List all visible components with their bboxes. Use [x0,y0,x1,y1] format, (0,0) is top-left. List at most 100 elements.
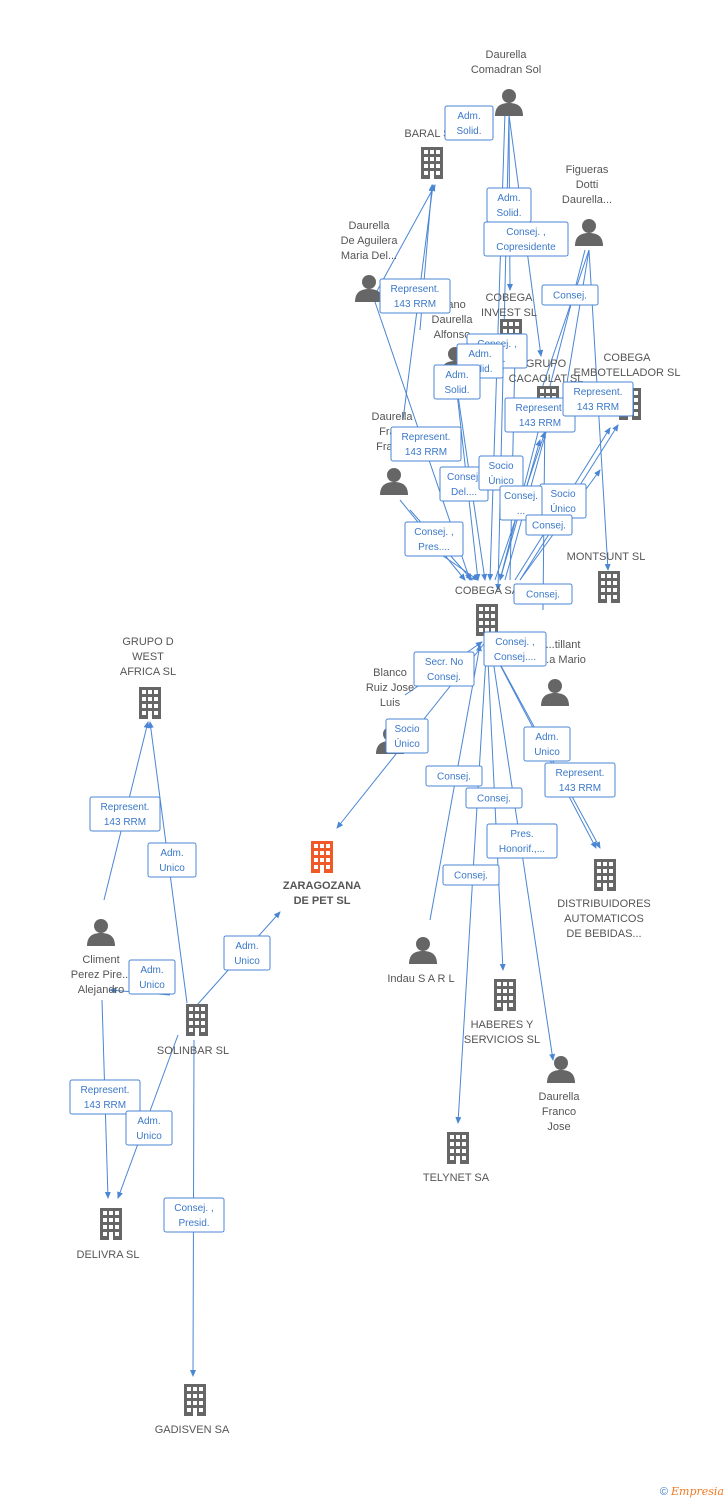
building-icon [421,147,443,179]
relation-label[interactable]: Represent. 143 RRM [390,426,462,462]
relation-text: 143 RRM [577,402,619,413]
relation-text: Consej. [454,871,488,882]
relation-text: Consej. [447,472,481,483]
node-label: Franco [542,1106,576,1118]
relation-label[interactable]: Adm. Unico [523,726,571,762]
relation-box [413,651,475,687]
node-castillant[interactable]: ...tillant...a Mario [540,639,586,706]
relation-label[interactable]: Consej. [465,787,523,809]
edge-line [537,249,590,401]
relation-label[interactable]: Adm.Unico [128,959,176,995]
relation-label[interactable]: Consej. ,Pres.... [404,521,464,557]
relation-label[interactable]: Represent.143 RRM [379,278,451,314]
relation-label[interactable]: Pres.Honorif.,... [486,823,558,859]
relations-layer: Adm.Solid.Adm.Solid.Consej. ,Copresident… [69,105,634,1233]
node-label: Daurella [486,49,528,61]
copyright-footer: © Empresia [660,1485,724,1498]
relation-text: Consej. [553,291,587,302]
relation-text: ... [517,506,525,517]
node-label: HABERES Y [471,1019,534,1031]
copyright-icon: © [659,1486,668,1498]
relation-label[interactable]: Consej.Del.... [439,466,489,502]
node-cobega[interactable]: COBEGA SA [455,585,520,636]
person-icon [575,219,603,246]
relation-label[interactable]: Adm.Solid. [486,187,532,223]
node-label: MONTSUNT SL [567,551,646,563]
relation-text: 143 RRM [405,447,447,458]
node-label: AFRICA SL [120,666,176,678]
relation-text: Represent. [402,432,451,443]
node-delivra[interactable]: DELIVRA SL [77,1208,140,1261]
node-label: AUTOMATICOS [564,913,644,925]
relation-label[interactable]: Consej. ,Consej.... [483,631,547,667]
relation-label[interactable]: Represent.143 RRM [562,381,634,417]
relation-label[interactable]: Consej. ,Copresidente [483,221,569,257]
relation-label[interactable]: Consej. [513,583,573,605]
relation-label[interactable]: Represent.143 RRM [504,397,576,433]
relation-box [513,583,573,605]
relation-label[interactable]: Adm.Unico [147,842,197,878]
relation-label[interactable]: Adm.Unico [125,1110,173,1146]
relation-box [425,765,483,787]
node-label: COBEGA [603,352,651,364]
relation-label[interactable]: Consej. [525,514,573,536]
relation-box [442,864,500,886]
node-label: Maria Del... [341,250,397,262]
relation-text: Adm. [535,732,558,743]
node-label: COBEGA [485,292,533,304]
relation-label[interactable]: Represent.143 RRM [89,796,161,832]
relation-box [404,521,464,557]
relation-text: Consej. , [495,637,534,648]
relation-text: 143 RRM [104,817,146,828]
node-label: GRUPO [526,358,567,370]
relation-label[interactable]: Represent.143 RRM [544,762,616,798]
relation-label[interactable]: Consej. [425,765,483,787]
relation-text: Adm. [457,111,480,122]
relation-label[interactable]: Represent.143 RRM [69,1079,141,1115]
relation-label[interactable]: Consej. [442,864,500,886]
building-icon [186,1004,208,1036]
node-figueras[interactable]: FiguerasDottiDaurella... [562,164,612,246]
node-montsunt[interactable]: MONTSUNT SL [567,551,646,603]
node-solinbar[interactable]: SOLINBAR SL [157,1004,229,1057]
relation-text: Consej. [477,794,511,805]
relation-label[interactable]: Adm.Unico [223,935,271,971]
node-label: ...a Mario [540,654,586,666]
node-label: DE PET SL [294,895,351,907]
node-indau[interactable]: Indau S A R L [387,937,455,985]
relation-text: Represent. [556,768,605,779]
node-cobega-embotellador[interactable]: COBEGA EMBOTELLADOR SL [574,352,681,420]
node-gadisven[interactable]: GADISVEN SA [155,1384,230,1436]
relation-label[interactable]: Consej. [541,284,599,306]
relation-box [541,284,599,306]
relation-text: Unico [139,980,165,991]
node-telynet[interactable]: TELYNET SA [423,1132,490,1184]
node-label: EMBOTELLADOR SL [574,367,681,379]
relation-text: Consej. , [174,1203,213,1214]
relation-label[interactable]: Consej.... [499,485,543,521]
node-label: Alejandro [78,984,124,996]
relation-label[interactable]: Adm.Solid. [444,105,494,141]
brand-logo[interactable]: Empresia [671,1485,724,1498]
relation-text: Adm. [497,193,520,204]
node-label: Figueras [566,164,609,176]
relation-text: Unico [534,747,560,758]
node-label: De Aguilera [341,235,399,247]
relation-label[interactable]: Consej. ,Presid. [163,1197,225,1233]
relation-label[interactable]: Adm.Solid. [433,364,481,400]
